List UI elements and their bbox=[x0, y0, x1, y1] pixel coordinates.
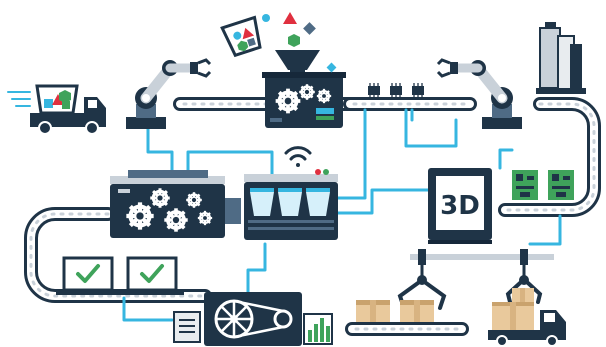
raw-material-shapes bbox=[220, 12, 316, 58]
robot-arm-icon bbox=[126, 58, 212, 129]
hopper-gear-machine bbox=[262, 50, 346, 128]
circuit-boards bbox=[512, 170, 574, 200]
gear-assembly-machine bbox=[110, 170, 241, 238]
triangle-shape bbox=[283, 12, 297, 24]
gear-icon bbox=[162, 206, 190, 234]
microchip-icon bbox=[368, 83, 380, 98]
silo-tank-icon bbox=[536, 22, 586, 94]
checkmark-icon bbox=[140, 264, 164, 283]
circuit-board-icon bbox=[548, 170, 574, 200]
conveyor-belt-left-loop bbox=[24, 207, 212, 303]
checkmark-icon bbox=[76, 264, 100, 283]
monitor-icon bbox=[56, 256, 120, 295]
gear-icon bbox=[184, 190, 204, 210]
gear-icon bbox=[196, 209, 214, 227]
monitor-icon bbox=[120, 256, 184, 295]
gear-icon bbox=[315, 87, 333, 105]
microchip-icon bbox=[390, 83, 402, 98]
tipping-bucket bbox=[220, 15, 262, 58]
gear-icon bbox=[148, 186, 172, 210]
speed-lines bbox=[7, 91, 31, 107]
quality-check-monitors bbox=[56, 256, 184, 295]
diamond-shape bbox=[303, 22, 316, 35]
belt-drive-machine bbox=[204, 292, 302, 346]
document-icon bbox=[173, 311, 201, 343]
gear-icon bbox=[298, 82, 316, 102]
microchips bbox=[368, 83, 424, 98]
3d-printer-label: 3D bbox=[440, 191, 480, 221]
conveyor-belt-right-loop bbox=[498, 97, 601, 217]
wifi-icon bbox=[284, 146, 312, 167]
bar-chart-icon bbox=[303, 313, 333, 345]
3d-printer: 3D bbox=[428, 168, 492, 244]
gear-icon bbox=[273, 86, 303, 116]
circuit-board-icon bbox=[512, 170, 538, 200]
microchip-icon bbox=[412, 83, 424, 98]
boxes-on-belt bbox=[356, 300, 434, 322]
cardboard-box-icon bbox=[356, 300, 390, 322]
circle-shape bbox=[262, 14, 270, 22]
claw-gripper bbox=[505, 265, 543, 304]
hexagon-shape bbox=[288, 34, 300, 47]
scanning-machine bbox=[244, 169, 338, 240]
delivery-truck-outgoing bbox=[488, 288, 566, 347]
gear-icon bbox=[126, 202, 153, 229]
cardboard-box-icon bbox=[400, 300, 434, 322]
robot-arm-icon bbox=[436, 58, 522, 129]
delivery-truck-incoming bbox=[7, 84, 106, 135]
